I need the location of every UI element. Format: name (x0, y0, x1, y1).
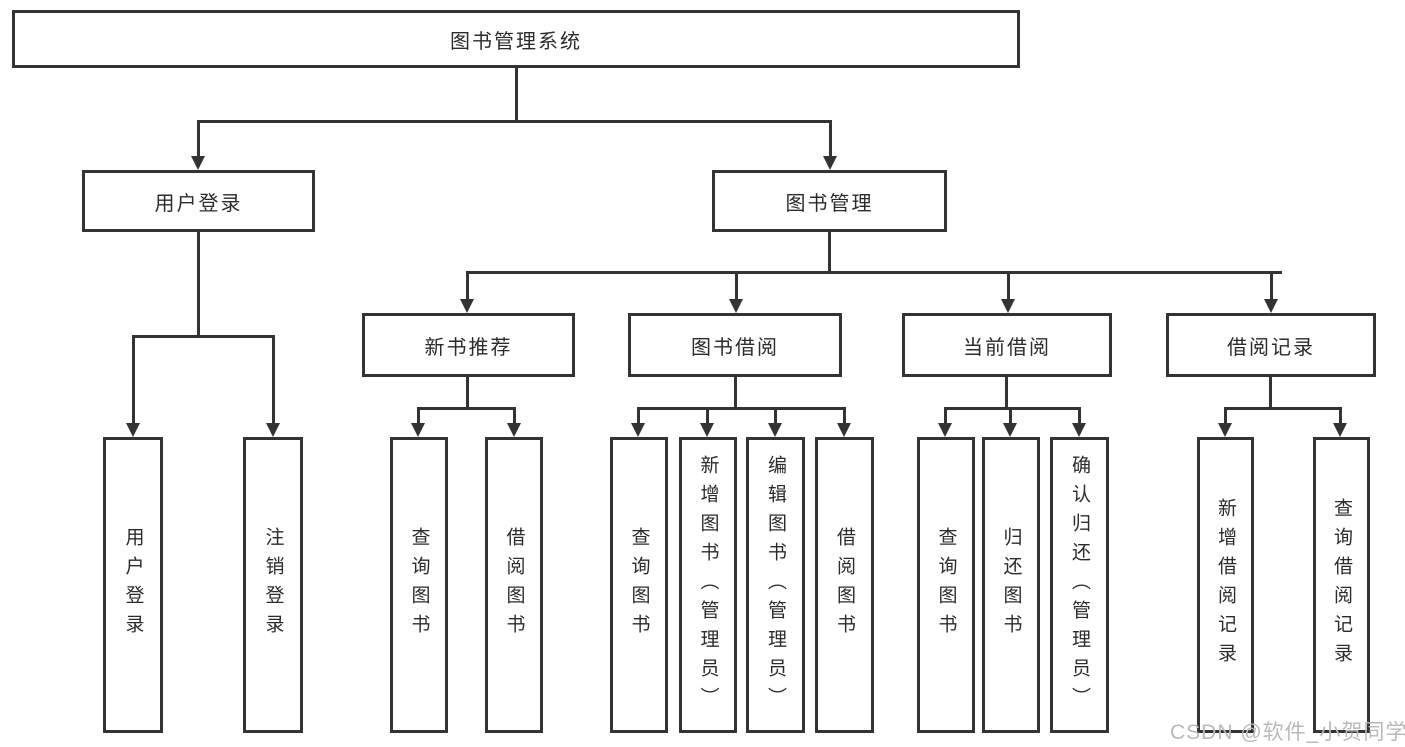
leaf-user-login-label: 用户登录 (122, 527, 144, 643)
leaf-add-borrow-record-label: 新增借阅记录 (1215, 498, 1236, 672)
leaf-query-books-2: 查询图书 (610, 437, 668, 733)
connector-line (1078, 407, 1081, 423)
leaf-edit-book-admin-label: 编辑图书（管理员） (765, 454, 786, 716)
leaf-query-books-2-label: 查询图书 (628, 527, 650, 643)
leaf-add-borrow-record: 新增借阅记录 (1197, 437, 1254, 733)
node-book-borrowing-label: 图书借阅 (691, 336, 779, 359)
leaf-query-books-3-label: 查询图书 (935, 527, 957, 643)
leaf-confirm-return-admin: 确认归还（管理员） (1050, 437, 1109, 733)
node-book-management: 图书管理 (712, 170, 947, 232)
arrow-down-icon (1001, 299, 1015, 313)
connector-line (1009, 407, 1012, 423)
arrow-down-icon (126, 423, 140, 437)
connector-line (829, 120, 832, 156)
connector-line (1269, 377, 1272, 407)
node-user-login-label: 用户登录 (154, 192, 243, 215)
node-borrowing-records-label: 借阅记录 (1227, 336, 1315, 359)
leaf-edit-book-admin: 编辑图书（管理员） (746, 437, 805, 733)
connector-line (466, 271, 1282, 274)
leaf-query-borrow-record: 查询借阅记录 (1313, 437, 1370, 733)
connector-line (1007, 271, 1010, 299)
connector-line (132, 335, 135, 423)
arrow-down-icon (411, 423, 425, 437)
connector-line (466, 377, 469, 407)
leaf-add-book-admin: 新增图书（管理员） (679, 437, 737, 733)
connector-line (1005, 377, 1008, 407)
leaf-add-book-admin-label: 新增图书（管理员） (697, 454, 719, 716)
connector-line (515, 68, 518, 120)
connector-line (197, 120, 832, 123)
connector-line (706, 407, 709, 423)
leaf-borrow-books-2-label: 借阅图书 (834, 527, 855, 643)
arrow-down-icon (729, 299, 743, 313)
arrow-down-icon (631, 423, 645, 437)
leaf-query-books-1: 查询图书 (390, 437, 448, 733)
arrow-down-icon (768, 423, 782, 437)
arrow-down-icon (266, 423, 280, 437)
connector-line (637, 407, 846, 410)
connector-line (1339, 407, 1342, 423)
leaf-borrow-books-2: 借阅图书 (815, 437, 874, 733)
node-user-login: 用户登录 (82, 170, 315, 232)
node-borrowing-records: 借阅记录 (1166, 313, 1376, 377)
leaf-return-book: 归还图书 (982, 437, 1040, 733)
leaf-borrow-books-1: 借阅图书 (485, 437, 543, 733)
connector-line (774, 407, 777, 423)
leaf-confirm-return-admin-label: 确认归还（管理员） (1069, 454, 1090, 716)
connector-line (417, 407, 420, 423)
node-current-borrowing-label: 当前借阅 (963, 336, 1051, 359)
arrow-down-icon (1218, 423, 1232, 437)
arrow-down-icon (837, 423, 851, 437)
leaf-query-borrow-record-label: 查询借阅记录 (1331, 498, 1352, 672)
node-library-system: 图书管理系统 (12, 10, 1020, 68)
connector-line (272, 335, 275, 423)
connector-line (417, 407, 516, 410)
connector-line (1224, 407, 1342, 410)
arrow-down-icon (823, 156, 837, 170)
connector-line (466, 271, 469, 299)
arrow-down-icon (460, 299, 474, 313)
node-current-borrowing: 当前借阅 (902, 313, 1112, 377)
connector-line (828, 232, 831, 271)
connector-line (735, 271, 738, 299)
arrow-down-icon (1333, 423, 1347, 437)
connector-line (944, 407, 947, 423)
connector-line (132, 335, 275, 338)
arrow-down-icon (191, 156, 205, 170)
arrow-down-icon (1072, 423, 1086, 437)
leaf-return-book-label: 归还图书 (1000, 527, 1022, 643)
connector-line (944, 407, 1081, 410)
connector-line (843, 407, 846, 423)
arrow-down-icon (938, 423, 952, 437)
connector-line (197, 232, 200, 335)
connector-line (1270, 271, 1273, 299)
arrow-down-icon (700, 423, 714, 437)
node-new-book-recommend: 新书推荐 (362, 313, 575, 377)
leaf-query-books-1-label: 查询图书 (408, 527, 430, 643)
connector-line (1224, 407, 1227, 423)
arrow-down-icon (1003, 423, 1017, 437)
arrow-down-icon (1264, 299, 1278, 313)
connector-line (513, 407, 516, 423)
node-book-borrowing: 图书借阅 (628, 313, 842, 377)
connector-line (734, 377, 737, 407)
node-new-book-recommend-label: 新书推荐 (424, 336, 513, 359)
leaf-logout: 注销登录 (243, 437, 303, 733)
leaf-borrow-books-1-label: 借阅图书 (503, 527, 525, 643)
connector-line (637, 407, 640, 423)
watermark-text: CSDN @软件_小贺同学 (1170, 721, 1405, 744)
arrow-down-icon (507, 423, 521, 437)
connector-line (197, 120, 200, 156)
leaf-query-books-3: 查询图书 (917, 437, 975, 733)
node-library-system-label: 图书管理系统 (450, 30, 582, 53)
leaf-user-login: 用户登录 (103, 437, 163, 733)
leaf-logout-label: 注销登录 (262, 527, 284, 643)
node-book-management-label: 图书管理 (785, 192, 874, 215)
